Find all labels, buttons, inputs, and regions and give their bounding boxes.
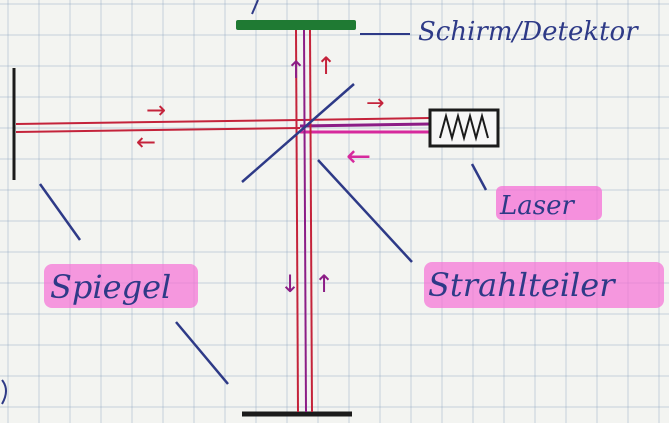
label-screen: Schirm/Detektor [418, 17, 639, 47]
pointer-spiegel-left [38, 183, 82, 241]
direction-arrows: → ← → ← ↑ ↑ ↓ ↑ [136, 52, 384, 298]
vertical-beams [295, 29, 313, 413]
arrow-up-2: ↑ [316, 52, 336, 80]
arrow-up-1: ↑ [286, 56, 306, 84]
label-strahlteiler: Strahlteiler [428, 266, 616, 304]
pointer-strahlteiler [317, 159, 413, 263]
arrow-down-1: ↓ [280, 270, 300, 298]
label-spiegel: Spiegel [50, 268, 171, 306]
horizontal-beams [15, 117, 431, 134]
arrow-up-3: ↑ [314, 270, 334, 298]
highlight-laser [496, 186, 602, 220]
laser-icon [428, 108, 500, 148]
arrow-left-1: ← [136, 128, 156, 156]
highlight-strahlteiler [424, 262, 664, 308]
screen-pointer-top [251, 0, 259, 15]
highlights [44, 186, 664, 308]
label-laser: Laser [499, 191, 575, 221]
pointer-laser [470, 163, 488, 191]
arrow-left-2: ← [346, 139, 371, 174]
pointer-lines [38, 33, 488, 385]
screen-icon [236, 20, 356, 30]
pointer-spiegel-bottom [175, 321, 229, 385]
arrow-right-2: → [366, 91, 384, 116]
highlight-spiegel [44, 264, 198, 308]
margin-mark [1, 379, 7, 405]
arrow-right-1: → [146, 96, 166, 124]
beam-splitter-icon [241, 83, 355, 183]
